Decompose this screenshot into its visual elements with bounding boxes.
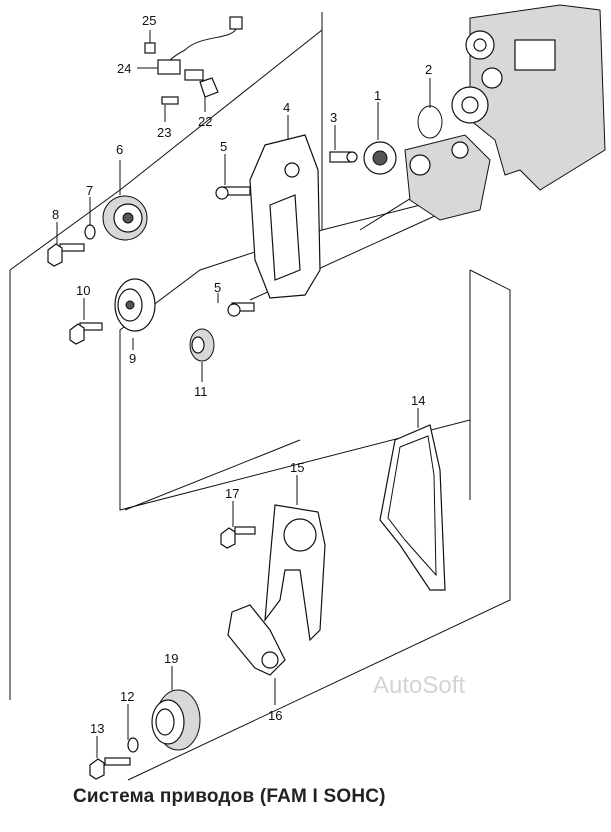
callout-12: 12 xyxy=(120,689,134,704)
callout-16: 16 xyxy=(268,708,282,723)
callout-19: 19 xyxy=(164,651,178,666)
engine-block xyxy=(451,4,606,191)
bracket-part-16 xyxy=(227,604,286,676)
watermark-text: AutoSoft xyxy=(373,672,465,699)
callout-6: 6 xyxy=(116,142,123,157)
crankshaft-pulley xyxy=(151,689,201,751)
lower-cover-plate xyxy=(264,504,326,642)
callout-2: 2 xyxy=(425,62,432,77)
bolt-part-10 xyxy=(69,322,103,345)
bolt-part-17 xyxy=(220,526,256,549)
diagram-caption: Система приводов (FAM I SOHC) xyxy=(73,786,386,807)
camshaft-gear xyxy=(102,195,148,241)
callout-5-lower: 5 xyxy=(214,280,221,295)
callout-22: 22 xyxy=(198,114,212,129)
leader-lines xyxy=(56,30,431,758)
gasket-ring xyxy=(417,105,443,139)
bolt-part-8 xyxy=(47,243,85,267)
callout-17: 17 xyxy=(225,486,239,501)
timing-belt xyxy=(379,424,446,591)
water-pump xyxy=(363,134,491,221)
callout-4: 4 xyxy=(283,100,290,115)
crank-small-gear xyxy=(189,328,215,362)
callout-1: 1 xyxy=(374,88,381,103)
upper-cover-plate xyxy=(249,134,321,299)
callout-3: 3 xyxy=(330,110,337,125)
bolt-part-5-lower xyxy=(227,302,255,317)
callout-9: 9 xyxy=(129,351,136,366)
callout-5-upper: 5 xyxy=(220,139,227,154)
bolt-part-13 xyxy=(89,757,131,780)
callout-labels: 1 2 3 4 5 5 6 7 8 9 10 11 12 13 14 15 16… xyxy=(52,13,432,736)
callout-14: 14 xyxy=(411,393,425,408)
callout-11: 11 xyxy=(194,384,208,399)
callout-15: 15 xyxy=(290,460,304,475)
callout-7: 7 xyxy=(86,183,93,198)
callout-10: 10 xyxy=(76,283,90,298)
callout-8: 8 xyxy=(52,207,59,222)
tensioner-pulley xyxy=(114,278,156,332)
callout-23: 23 xyxy=(157,125,171,140)
bolt-part-5-upper xyxy=(215,186,251,200)
sensor-assembly xyxy=(144,16,243,105)
washer-part-7 xyxy=(84,224,96,240)
callout-13: 13 xyxy=(90,721,104,736)
callout-24: 24 xyxy=(117,61,131,76)
callout-25: 25 xyxy=(142,13,156,28)
bolt-part-3 xyxy=(329,151,358,163)
washer-part-12 xyxy=(127,737,139,753)
